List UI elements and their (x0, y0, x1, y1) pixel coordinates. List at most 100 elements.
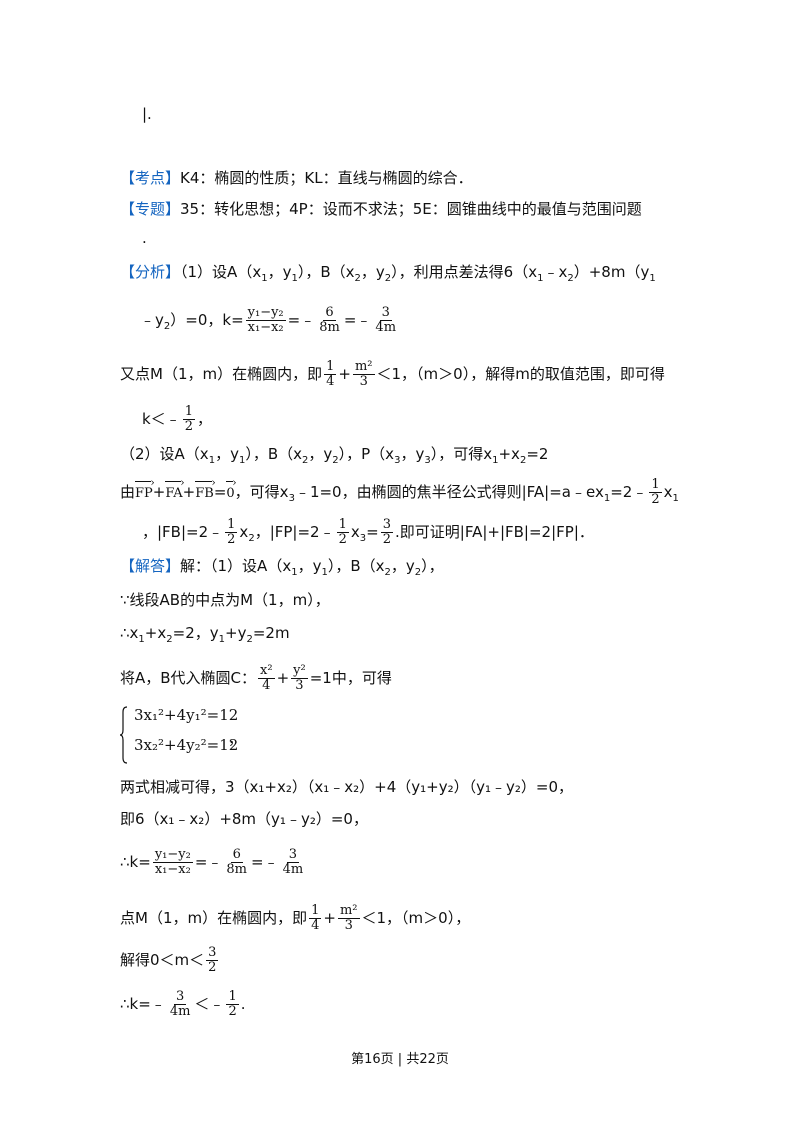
frac-den: 2 (228, 1004, 237, 1019)
frac-den: 4m (375, 320, 397, 335)
fenxi-line-6: 由FP+FA+FB=0，可得x3﹣1=0，由椭圆的焦半径公式得则|FA|=a﹣e… (120, 473, 679, 509)
kaodian-tag: 【考点】 (120, 169, 181, 187)
frac-den: 3 (359, 374, 368, 389)
text: x (239, 523, 249, 541)
top-fragment: |. (142, 105, 152, 123)
frac-den: x₁−x₂ (247, 320, 284, 335)
text: x (663, 483, 673, 501)
text: ），利用点差法得6（x (391, 263, 538, 281)
page-total: 共22页 (406, 1052, 449, 1067)
frac-den: 8m (319, 320, 340, 335)
text: （2）设A（x (120, 445, 209, 463)
text: +x (498, 445, 520, 463)
jieda-line-2: ∵线段AB的中点为M（1，m）， (120, 591, 330, 609)
text: ﹣x (543, 263, 568, 281)
frac-num: 6 (323, 305, 336, 321)
frac-num: y₁−y₂ (245, 305, 286, 321)
text: ，y (308, 445, 333, 463)
jieda-line-3: ∴x1+x2=2，y1+y2=2m (120, 624, 290, 645)
frac-num: 3 (173, 989, 187, 1005)
frac-num: 1 (324, 359, 337, 375)
text: ，可得x (234, 483, 289, 501)
frac-num: 3 (379, 305, 392, 321)
jieda-line-1: 【解答】解：（1）设A（x1，y1），B（x2，y2）， (120, 557, 444, 578)
text: ），B（x (245, 445, 302, 463)
text: ＜1，（m＞0）， (361, 909, 471, 927)
text: 将A，B代入椭圆C： (120, 669, 257, 687)
text: =2m (252, 624, 290, 642)
text: 点M（1，m）在椭圆内，即 (120, 909, 308, 927)
text: 由 (120, 483, 136, 501)
text: ）=0，k= (170, 311, 244, 329)
text: =2，y (172, 624, 219, 642)
vector: FA (165, 473, 185, 504)
frac-den: x₁−x₂ (154, 862, 191, 877)
text: ），B（x (327, 557, 385, 575)
text: + (323, 909, 336, 927)
frac-num: m² (337, 903, 360, 919)
text: 解：（1）设A（x (180, 557, 292, 575)
jieda-line-6: 即6（x₁﹣x₂）+8m（y₁﹣y₂）=0， (120, 810, 368, 828)
text: ，y (267, 263, 292, 281)
equation-1: 3x₁²+4y₁²=12 (134, 706, 239, 724)
text: =﹣ (287, 311, 316, 329)
text: + (338, 365, 351, 383)
frac-num: x² (258, 663, 275, 679)
text: +x (144, 624, 167, 642)
text: ＜﹣ (194, 995, 225, 1013)
text: ∴k= (120, 853, 151, 871)
jieda-tag: 【解答】 (120, 557, 181, 575)
text: + (276, 669, 290, 687)
frac-den: 4m (169, 1004, 191, 1019)
frac-num: 1 (309, 903, 322, 919)
text: ，y (360, 263, 385, 281)
vector: FB (195, 473, 215, 504)
fenxi-line-5: （2）设A（x1，y1），B（x2，y2），P（x3，y3），可得x1+x2=2 (120, 445, 549, 466)
text: ），可得x (430, 445, 493, 463)
zhuanti-text: 35：转化思想；4P：设而不求法；5E：圆锥曲线中的最值与范围问题 (180, 200, 642, 218)
page-footer: 第16页 | 共22页 (0, 1048, 800, 1067)
text: 又点M（1，m）在椭圆内，即 (120, 365, 323, 383)
text: ＜1，（m＞0），解得m的取值范围，即可得 (376, 365, 665, 383)
text: =2 (526, 445, 549, 463)
text: =2﹣ (610, 483, 648, 501)
text: =﹣ (251, 853, 279, 871)
text: ，y (297, 557, 322, 575)
text: ，|FP|=2﹣ (254, 523, 335, 541)
frac-den: 2 (651, 492, 660, 507)
text: ）， (421, 557, 444, 575)
fenxi-line-1: 【分析】（1）设A（x1，y1），B（x2，y2），利用点差法得6（x1﹣x2）… (120, 263, 656, 284)
frac-num: 3 (380, 517, 393, 533)
text: .即可证明|FA|+|FB|=2|FP|． (395, 523, 594, 541)
frac-den: 8m (226, 862, 248, 877)
vector: 0 (226, 473, 237, 504)
fenxi-tag: 【分析】 (120, 263, 181, 281)
text: ∴x (120, 624, 139, 642)
text: ），B（x (297, 263, 355, 281)
frac-den: 2 (382, 532, 391, 547)
text: 解得0＜m＜ (120, 951, 205, 969)
frac-den: 2 (208, 960, 217, 975)
